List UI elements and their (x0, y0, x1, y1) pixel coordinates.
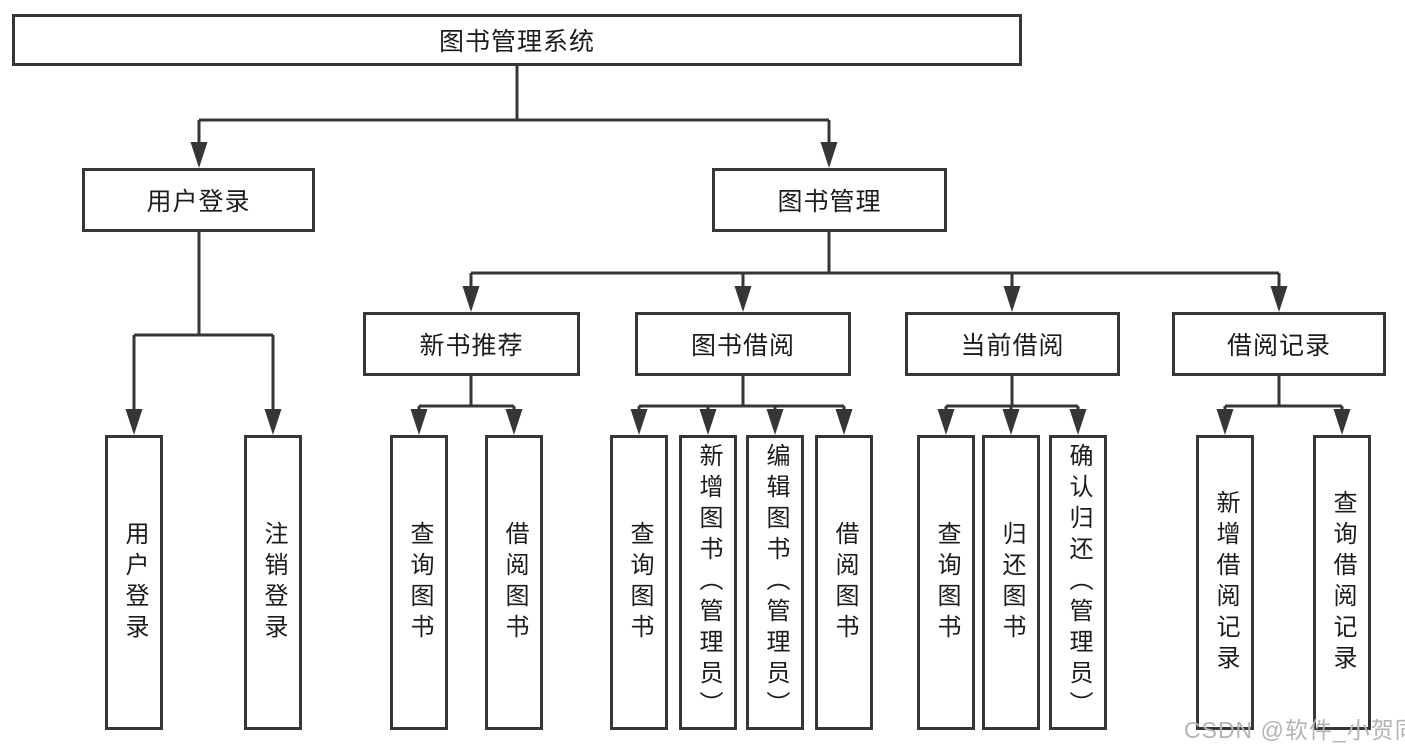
leaf-user-login: 用户登录 (105, 435, 163, 730)
arrowhead (699, 409, 717, 435)
connector-current-branch (944, 376, 1080, 412)
node-label: 借阅图书 (831, 520, 858, 645)
arrowhead (1216, 409, 1234, 435)
node-book-management: 图书管理 (712, 168, 947, 232)
node-library-system: 图书管理系统 (12, 14, 1022, 66)
leaf-query-books-3: 查询图书 (917, 435, 975, 730)
leaf-edit-books-admin: 编辑图书（管理员） (746, 435, 804, 730)
leaf-logout: 注销登录 (244, 435, 302, 730)
leaf-query-books-1: 查询图书 (390, 435, 448, 730)
node-label: 归还图书 (998, 520, 1025, 645)
node-label: 借阅图书 (501, 520, 528, 645)
node-label: 查询借阅记录 (1329, 489, 1356, 676)
node-book-borrow: 图书借阅 (635, 312, 851, 376)
leaf-query-borrow-record: 查询借阅记录 (1313, 435, 1371, 730)
node-user-login: 用户登录 (82, 168, 315, 232)
arrowhead (190, 142, 208, 168)
node-label: 用户登录 (121, 520, 148, 645)
connector-root-branch (197, 66, 831, 146)
leaf-return-books: 归还图书 (982, 435, 1040, 730)
arrowhead (410, 409, 428, 435)
connector-newbooks-branch (417, 376, 516, 412)
node-label: 编辑图书（管理员） (762, 443, 789, 722)
csdn-watermark: CSDN @软件_小贺同学 (1184, 717, 1405, 743)
leaf-query-books-2: 查询图书 (610, 435, 668, 730)
arrowhead (1333, 409, 1351, 435)
leaf-add-books-admin: 新增图书（管理员） (679, 435, 737, 730)
connector-records-branch (1223, 376, 1344, 412)
leaf-borrow-books-2: 借阅图书 (815, 435, 873, 730)
node-label: 确认归还（管理员） (1065, 443, 1092, 722)
arrowhead (125, 409, 143, 435)
node-label: 新增借阅记录 (1212, 489, 1239, 676)
arrowhead (937, 409, 955, 435)
node-label: 查询图书 (933, 520, 960, 645)
arrowhead (766, 409, 784, 435)
node-label: 用户登录 (146, 188, 251, 216)
arrowhead (462, 286, 480, 312)
arrowhead (1069, 409, 1087, 435)
node-label: 图书借阅 (690, 332, 795, 360)
node-label: 查询图书 (406, 520, 433, 645)
arrowhead (1002, 409, 1020, 435)
leaf-borrow-books-1: 借阅图书 (485, 435, 543, 730)
node-new-book-recommend: 新书推荐 (363, 312, 580, 376)
connector-borrow-branch (637, 376, 846, 412)
node-label: 借阅记录 (1226, 332, 1331, 360)
connector-userlogin-branch (132, 232, 275, 412)
arrowhead (1270, 286, 1288, 312)
arrowhead (505, 409, 523, 435)
node-label: 当前借阅 (960, 332, 1065, 360)
node-borrow-records: 借阅记录 (1172, 312, 1386, 376)
node-label: 查询图书 (626, 520, 653, 645)
leaf-confirm-return-admin: 确认归还（管理员） (1049, 435, 1107, 730)
arrowhead (1003, 286, 1021, 312)
node-label: 新书推荐 (419, 332, 524, 360)
arrowhead (630, 409, 648, 435)
node-label: 图书管理系统 (438, 28, 595, 56)
node-current-borrow: 当前借阅 (905, 312, 1120, 376)
arrowhead (734, 286, 752, 312)
node-label: 注销登录 (260, 520, 287, 645)
node-label: 新增图书（管理员） (695, 443, 722, 722)
leaf-add-borrow-record: 新增借阅记录 (1196, 435, 1254, 730)
arrowhead (264, 409, 282, 435)
node-label: 图书管理 (777, 188, 882, 216)
arrowhead (835, 409, 853, 435)
connector-bookmgmt-branch (469, 232, 1281, 290)
arrowhead (820, 142, 838, 168)
